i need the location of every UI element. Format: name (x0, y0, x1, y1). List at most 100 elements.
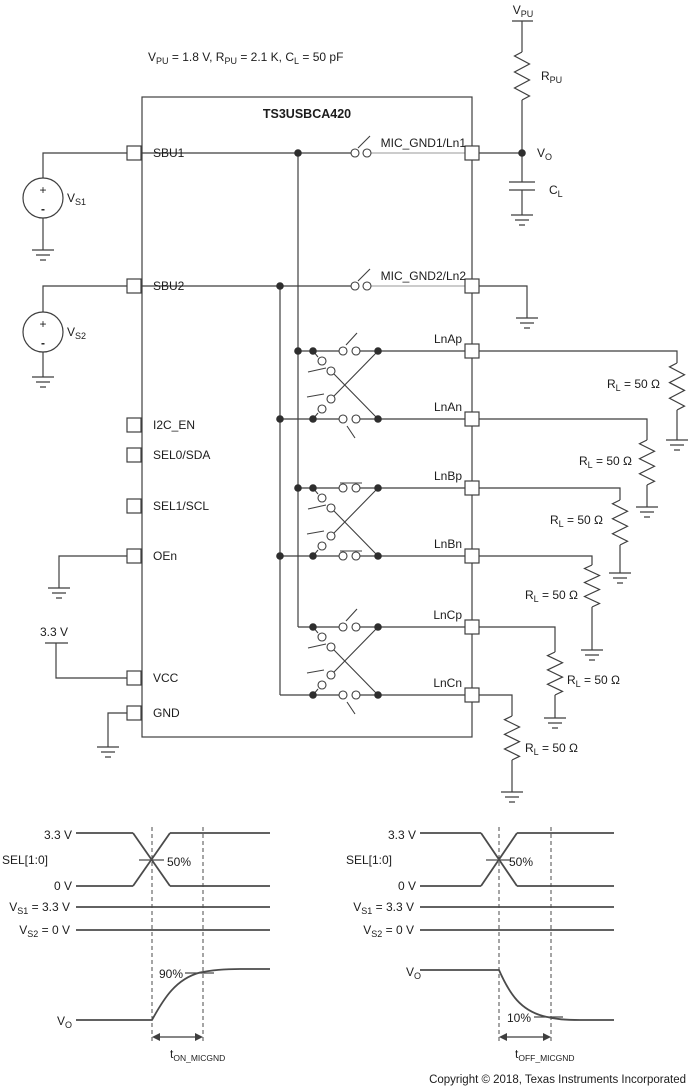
pin-label-sbu1: SBU1 (153, 146, 185, 160)
switch-contact (351, 622, 361, 632)
ninety-percent-label: 90% (159, 967, 183, 981)
junction-dot (276, 282, 284, 290)
sel-waveform (76, 832, 270, 887)
junction-dot (276, 415, 284, 423)
timing-diagram-off: 3.3 V SEL[1:0] 0 V 50% VS1 = 3.3 V VS2 =… (346, 827, 614, 1063)
switch-contact (362, 148, 372, 158)
ground-symbol (32, 376, 54, 388)
pin-square-left (126, 548, 142, 564)
pin-label-lncn: LnCn (433, 676, 462, 690)
arrowhead-right (195, 1033, 203, 1041)
ground-symbol (516, 317, 538, 329)
fifty-percent-label: 50% (167, 855, 191, 869)
toff-micgnd-label: tOFF_MICGND (515, 1047, 575, 1063)
arrowhead-left (499, 1033, 507, 1041)
resistor-symbol (638, 439, 656, 486)
reference-dashed-lines (151, 827, 204, 1043)
rl-label-lnbp: RL = 50 Ω (550, 513, 603, 529)
switch-contact (326, 531, 336, 541)
switch-contact (326, 366, 336, 376)
pin-square-left (126, 670, 142, 686)
junction-dot (374, 623, 382, 631)
junction-dot (309, 552, 317, 560)
vo-fall-waveform (420, 969, 614, 1021)
pin-label-sbu2: SBU2 (153, 279, 185, 293)
ton-micgnd-label: tON_MICGND (170, 1047, 225, 1063)
vs2-minus-sign: - (41, 336, 45, 350)
junction-dot (309, 691, 317, 699)
junction-dot (518, 149, 526, 157)
vs2-level-label: VS2 = 0 V (363, 923, 414, 939)
test-circuit: + - + - VPU = 1.8 V, RPU = 2.1 K, CL = 5… (22, 3, 688, 803)
switch-contact (317, 680, 327, 690)
rl-label-lncn: RL = 50 Ω (525, 741, 578, 757)
junction-dot (294, 347, 302, 355)
sel-signal-label: SEL[1:0] (2, 853, 48, 867)
pin-square-right (464, 145, 480, 161)
switch-contact (338, 483, 348, 493)
pin-label-i2c-en: I2C_EN (153, 418, 195, 432)
copyright-notice: Copyright © 2018, Texas Instruments Inco… (429, 1074, 686, 1086)
switch-contact (326, 394, 336, 404)
pin-label-mic-gnd1: MIC_GND1/Ln1 (381, 136, 467, 150)
ic-title: TS3USBCA420 (263, 107, 351, 121)
crosspoint-diagonals (312, 350, 379, 696)
ten-percent-label: 10% (507, 1011, 531, 1025)
pin-label-vcc: VCC (153, 671, 179, 685)
fifty-percent-label: 50% (509, 855, 533, 869)
switch-contact (326, 503, 336, 513)
switch-contact (351, 414, 361, 424)
pin-square-right (464, 278, 480, 294)
reference-dashed-lines (498, 827, 552, 1043)
pin-label-lnbp: LnBp (434, 469, 462, 483)
resistor-symbol (583, 564, 601, 608)
switch-contact (351, 483, 361, 493)
vo-label: VO (537, 146, 552, 162)
vpu-label: VPU (513, 3, 534, 19)
ground-symbol (511, 214, 533, 226)
rl-label-lnbn: RL = 50 Ω (525, 588, 578, 604)
test-conditions: VPU = 1.8 V, RPU = 2.1 K, CL = 50 pF (148, 50, 343, 66)
vo-trace-label: VO (406, 965, 421, 981)
pin-label-mic-gnd2: MIC_GND2/Ln2 (381, 269, 467, 283)
pin-square-right (464, 619, 480, 635)
junction-dot (294, 484, 302, 492)
arrowhead-left (152, 1033, 160, 1041)
resistor-symbol (503, 715, 521, 761)
ground-symbol (544, 717, 566, 729)
pin-square-left (126, 447, 142, 463)
pin-label-lnap: LnAp (434, 332, 462, 346)
rpu-label: RPU (541, 69, 562, 85)
vs1-level-label: VS1 = 3.3 V (353, 900, 414, 916)
junction-dot (374, 691, 382, 699)
ground-symbol (666, 439, 688, 451)
pin-label-oen: OEn (153, 549, 177, 563)
resistor-symbol (546, 651, 564, 696)
switch-contact (338, 414, 348, 424)
circuit-wires (42, 20, 678, 792)
timing-diagram-on: 3.3 V SEL[1:0] 0 V 50% VS1 = 3.3 V VS2 =… (2, 827, 270, 1063)
arrowhead-right (543, 1033, 551, 1041)
voltage-source-vs1: + - (22, 177, 64, 219)
switch-contact (317, 493, 327, 503)
junction-dot (309, 347, 317, 355)
sel-low-level: 0 V (54, 879, 72, 893)
switch-contact (326, 642, 336, 652)
ground-symbol (609, 572, 631, 584)
pin-label-lncp: LnCp (433, 608, 462, 622)
sel-high-level: 3.3 V (44, 828, 72, 842)
switch-levers (306, 135, 371, 715)
switch-contact (338, 622, 348, 632)
pin-label-lnbn: LnBn (434, 537, 462, 551)
switch-contact (351, 551, 361, 561)
pin-square-right (464, 411, 480, 427)
vs1-level-label: VS1 = 3.3 V (9, 900, 70, 916)
junction-dot (309, 623, 317, 631)
ground-symbol (32, 249, 54, 261)
vs2-plus-sign: + (39, 317, 46, 331)
junction-dot (374, 415, 382, 423)
switch-contact (350, 148, 360, 158)
vo-trace-label: VO (57, 1014, 72, 1030)
switch-contact (351, 690, 361, 700)
